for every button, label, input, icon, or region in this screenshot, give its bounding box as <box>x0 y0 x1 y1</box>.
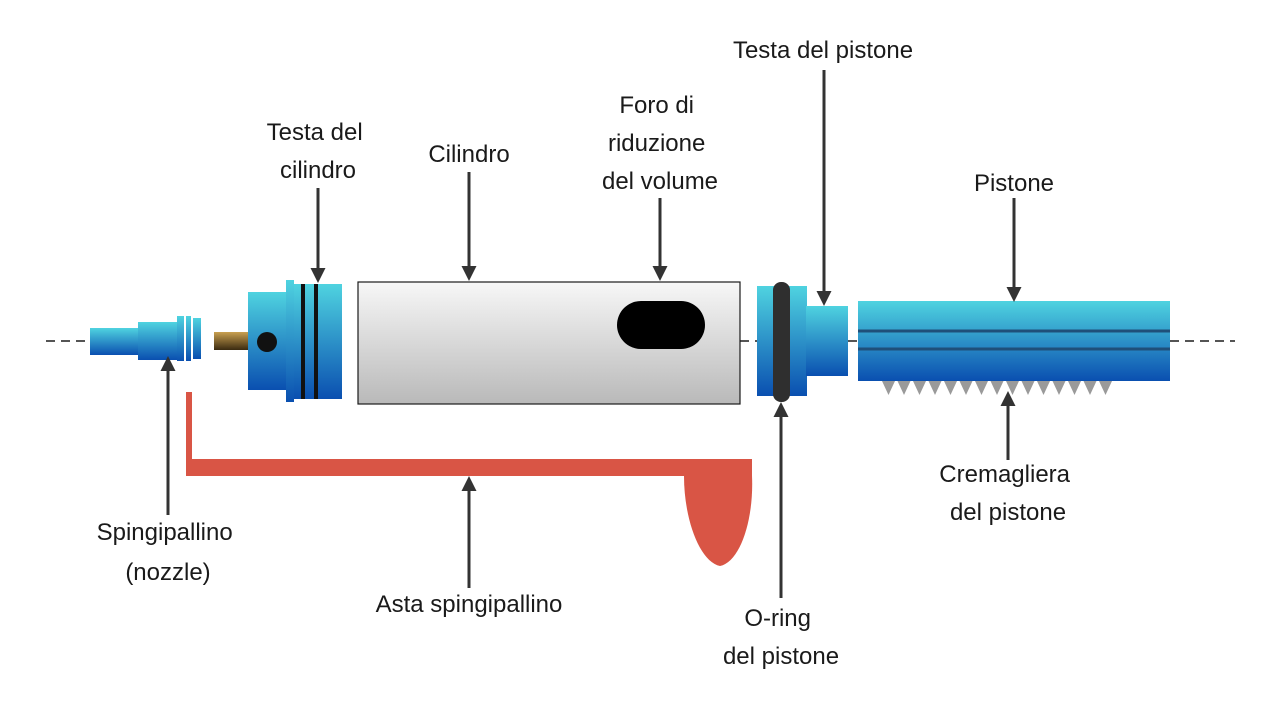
rack-tooth <box>1068 381 1081 395</box>
rack-tooth <box>1006 381 1019 395</box>
label-piston: Pistone <box>974 170 1054 197</box>
rack-tooth <box>1037 381 1050 395</box>
label-piston-head: Testa del pistone <box>733 37 913 64</box>
cylinder-head-part <box>248 280 342 402</box>
label-volume-hole: Foro di riduzione del volume <box>602 92 718 195</box>
cylinder-part <box>357 281 741 405</box>
rack-tooth <box>944 381 957 395</box>
nozzle-rod-part <box>186 392 753 566</box>
rack-tooth <box>1083 381 1097 395</box>
label-cylinder-head: Testa del cilindro <box>267 119 370 184</box>
piston-head-part <box>757 282 848 402</box>
label-piston-rack: Cremagliera del pistone <box>939 461 1076 526</box>
rack-tooth <box>975 381 988 395</box>
label-nozzle: Spingipallino (nozzle) <box>97 519 240 586</box>
nozzle-part <box>90 316 201 361</box>
rack-tooth <box>913 381 926 395</box>
rack-tooth <box>1021 381 1035 395</box>
nozzle-connector <box>214 332 250 350</box>
label-cylinder: Cilindro <box>428 141 509 168</box>
rack-tooth <box>1099 381 1112 395</box>
volume-reduction-hole <box>617 301 705 349</box>
air-hole <box>257 332 277 352</box>
rack-tooth <box>882 381 895 395</box>
leader-arrows <box>160 70 1022 598</box>
piston-rack-teeth <box>882 381 1112 395</box>
label-nozzle-rod: Asta spingipallino <box>376 591 563 618</box>
rack-tooth <box>897 381 911 395</box>
piston-oring-part <box>773 282 790 402</box>
label-piston-oring: O-ring del pistone <box>723 605 839 670</box>
rack-tooth <box>959 381 973 395</box>
rack-tooth <box>1052 381 1066 395</box>
piston-part <box>858 301 1170 381</box>
rack-tooth <box>928 381 942 395</box>
rack-tooth <box>990 381 1004 395</box>
